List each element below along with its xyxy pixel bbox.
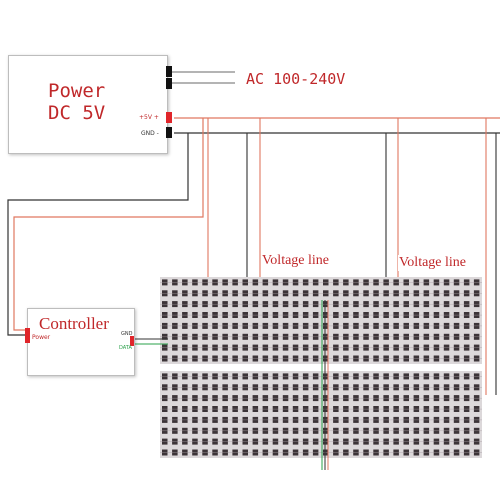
gnd-label: GND - — [141, 130, 159, 137]
led-matrix-top — [160, 277, 482, 364]
controller-output-terminal — [130, 336, 134, 346]
ac-terminal-2 — [166, 78, 172, 89]
power-title: Power — [48, 80, 106, 102]
plus-terminal — [166, 112, 172, 123]
voltage-line-label-2: Voltage line — [398, 255, 468, 271]
controller-power-terminal — [25, 328, 30, 343]
controller — [27, 308, 135, 376]
power-voltage: DC 5V — [48, 102, 106, 124]
controller-power-label: Power — [32, 334, 51, 341]
controller-title: Controller — [39, 314, 109, 333]
plus-label: +5V + — [139, 114, 159, 121]
led-matrix-bottom — [160, 371, 482, 458]
controller-data-label: DATA — [119, 345, 132, 351]
ac-terminal-1 — [166, 66, 172, 77]
controller-gnd-label: GND — [121, 331, 133, 337]
led-matrices — [160, 277, 482, 458]
ac-label: AC 100-240V — [246, 70, 346, 88]
power-supply — [8, 55, 168, 154]
ctl-gnd-wire — [7, 133, 189, 336]
voltage-line-label-1: Voltage line — [261, 253, 331, 269]
ctl-5v-wire — [13, 118, 204, 331]
gnd-terminal — [166, 127, 172, 138]
